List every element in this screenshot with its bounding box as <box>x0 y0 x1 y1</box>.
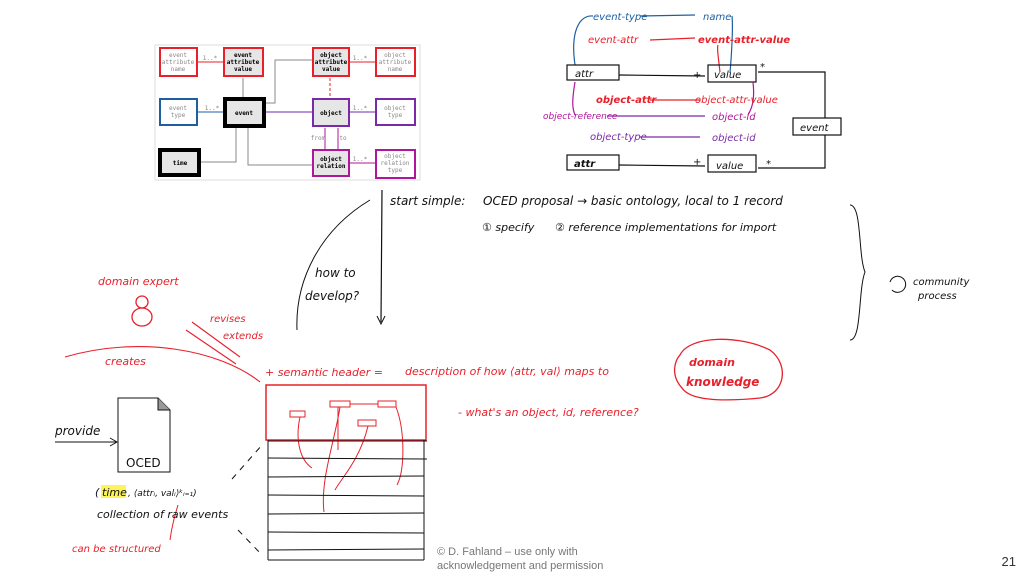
svg-text:process: process <box>917 291 957 302</box>
svg-text:1..*: 1..* <box>353 105 368 112</box>
svg-text:object: object <box>320 52 342 59</box>
svg-text:community: community <box>913 277 970 288</box>
copyright-line-2: acknowledgement and permission <box>437 560 604 572</box>
svg-text:event: event <box>234 52 252 59</box>
svg-text:type: type <box>388 167 403 174</box>
svg-text:name: name <box>703 12 731 23</box>
attr-value-sketch: event-type name event-attr event-attr-va… <box>543 12 842 173</box>
document-icon <box>117 397 171 473</box>
copyright-line-1: © D. Fahland – use only with <box>437 546 578 558</box>
svg-text:event-attr: event-attr <box>588 35 639 46</box>
svg-text:attr: attr <box>575 69 594 80</box>
svg-text:extends: extends <box>223 331 263 342</box>
svg-text:attribute: attribute <box>227 59 260 66</box>
svg-text:object-id: object-id <box>712 133 756 144</box>
svg-text:*: * <box>760 62 765 73</box>
svg-text:knowledge: knowledge <box>686 375 759 389</box>
svg-text:type: type <box>388 112 403 119</box>
svg-text:attr: attr <box>574 159 596 170</box>
svg-text:value: value <box>234 66 252 73</box>
svg-text:object: object <box>320 156 342 163</box>
svg-text:event-type: event-type <box>593 12 647 23</box>
person-icon <box>131 295 153 327</box>
svg-text:- what's an object, id, refere: - what's an object, id, reference? <box>458 406 639 419</box>
svg-text:object-attr-value: object-attr-value <box>695 95 778 106</box>
svg-text:object: object <box>384 153 406 160</box>
notes-black: start simple: OCED proposal → basic onto… <box>296 189 970 341</box>
svg-text:time: time <box>102 486 127 499</box>
oced-document: OCED provide ( time , ⟨attrᵢ, valᵢ⟩ᵏᵢ₌₁)… <box>54 397 228 521</box>
svg-text:+: + <box>693 157 701 168</box>
svg-text:revises: revises <box>210 314 246 325</box>
svg-text:event: event <box>169 52 187 59</box>
svg-text:relation: relation <box>317 163 346 170</box>
svg-text:event: event <box>800 123 830 134</box>
svg-text:event-attr-value: event-attr-value <box>698 35 790 46</box>
svg-text:(: ( <box>95 486 100 499</box>
svg-text:to: to <box>339 135 347 142</box>
svg-text:description of how ⟨attr, val⟩: description of how ⟨attr, val⟩ maps to <box>405 365 609 378</box>
svg-text:domain: domain <box>689 356 735 369</box>
svg-text:type: type <box>171 112 186 119</box>
svg-text:provide: provide <box>54 424 100 438</box>
svg-text:attribute: attribute <box>162 59 195 66</box>
svg-text:collection of raw events: collection of raw events <box>97 508 228 521</box>
svg-text:can be structured: can be structured <box>72 544 161 555</box>
svg-text:object: object <box>384 52 406 59</box>
svg-text:time: time <box>173 160 188 167</box>
svg-text:OCED proposal → basic ontolo: OCED proposal → basic ontology, local to… <box>483 194 783 208</box>
svg-text:② reference implementations fo: ② reference implementations for import <box>555 221 777 234</box>
svg-text:relation: relation <box>381 160 410 167</box>
page-number: 21 <box>1001 554 1016 569</box>
svg-text:object: object <box>320 110 342 117</box>
svg-text:value: value <box>714 70 741 81</box>
svg-text:object-id: object-id <box>712 112 756 123</box>
svg-text:creates: creates <box>105 355 146 368</box>
svg-text:event: event <box>169 105 187 112</box>
svg-text:object-reference: object-reference <box>543 112 618 122</box>
svg-text:, ⟨attrᵢ, valᵢ⟩ᵏᵢ₌₁): , ⟨attrᵢ, valᵢ⟩ᵏᵢ₌₁) <box>128 489 197 499</box>
svg-text:① specify: ① specify <box>482 221 535 234</box>
svg-text:object-attr: object-attr <box>596 95 657 106</box>
box-object: object <box>312 98 350 127</box>
svg-text:attribute: attribute <box>379 59 412 66</box>
svg-text:how to: how to <box>315 266 356 280</box>
svg-text:from: from <box>311 135 326 142</box>
svg-text:start simple:: start simple: <box>390 194 465 208</box>
svg-text:+ semantic header =: + semantic header = <box>265 366 383 379</box>
event-table <box>231 384 428 561</box>
svg-text:event: event <box>235 110 253 117</box>
svg-text:1..*: 1..* <box>353 55 368 62</box>
svg-text:object-type: object-type <box>590 132 647 143</box>
svg-text:name: name <box>171 66 186 73</box>
svg-text:object: object <box>384 105 406 112</box>
notes-red: domain expert revises extends creates + … <box>64 275 783 555</box>
svg-text:domain expert: domain expert <box>98 275 179 288</box>
box-event: event <box>223 97 266 128</box>
svg-text:1..*: 1..* <box>203 55 218 62</box>
copyright-footer: © D. Fahland – use only with acknowledge… <box>437 545 603 573</box>
svg-text:1..*: 1..* <box>205 105 220 112</box>
svg-text:value: value <box>716 161 743 172</box>
svg-text:OCED: OCED <box>126 456 161 470</box>
svg-text:develop?: develop? <box>305 289 360 303</box>
svg-text:attribute: attribute <box>315 59 348 66</box>
svg-text:*: * <box>766 159 771 170</box>
svg-text:name: name <box>388 66 403 73</box>
box-time: time <box>158 148 201 177</box>
svg-text:value: value <box>322 66 340 73</box>
svg-text:+: + <box>693 70 701 81</box>
svg-text:1..*: 1..* <box>353 156 368 163</box>
